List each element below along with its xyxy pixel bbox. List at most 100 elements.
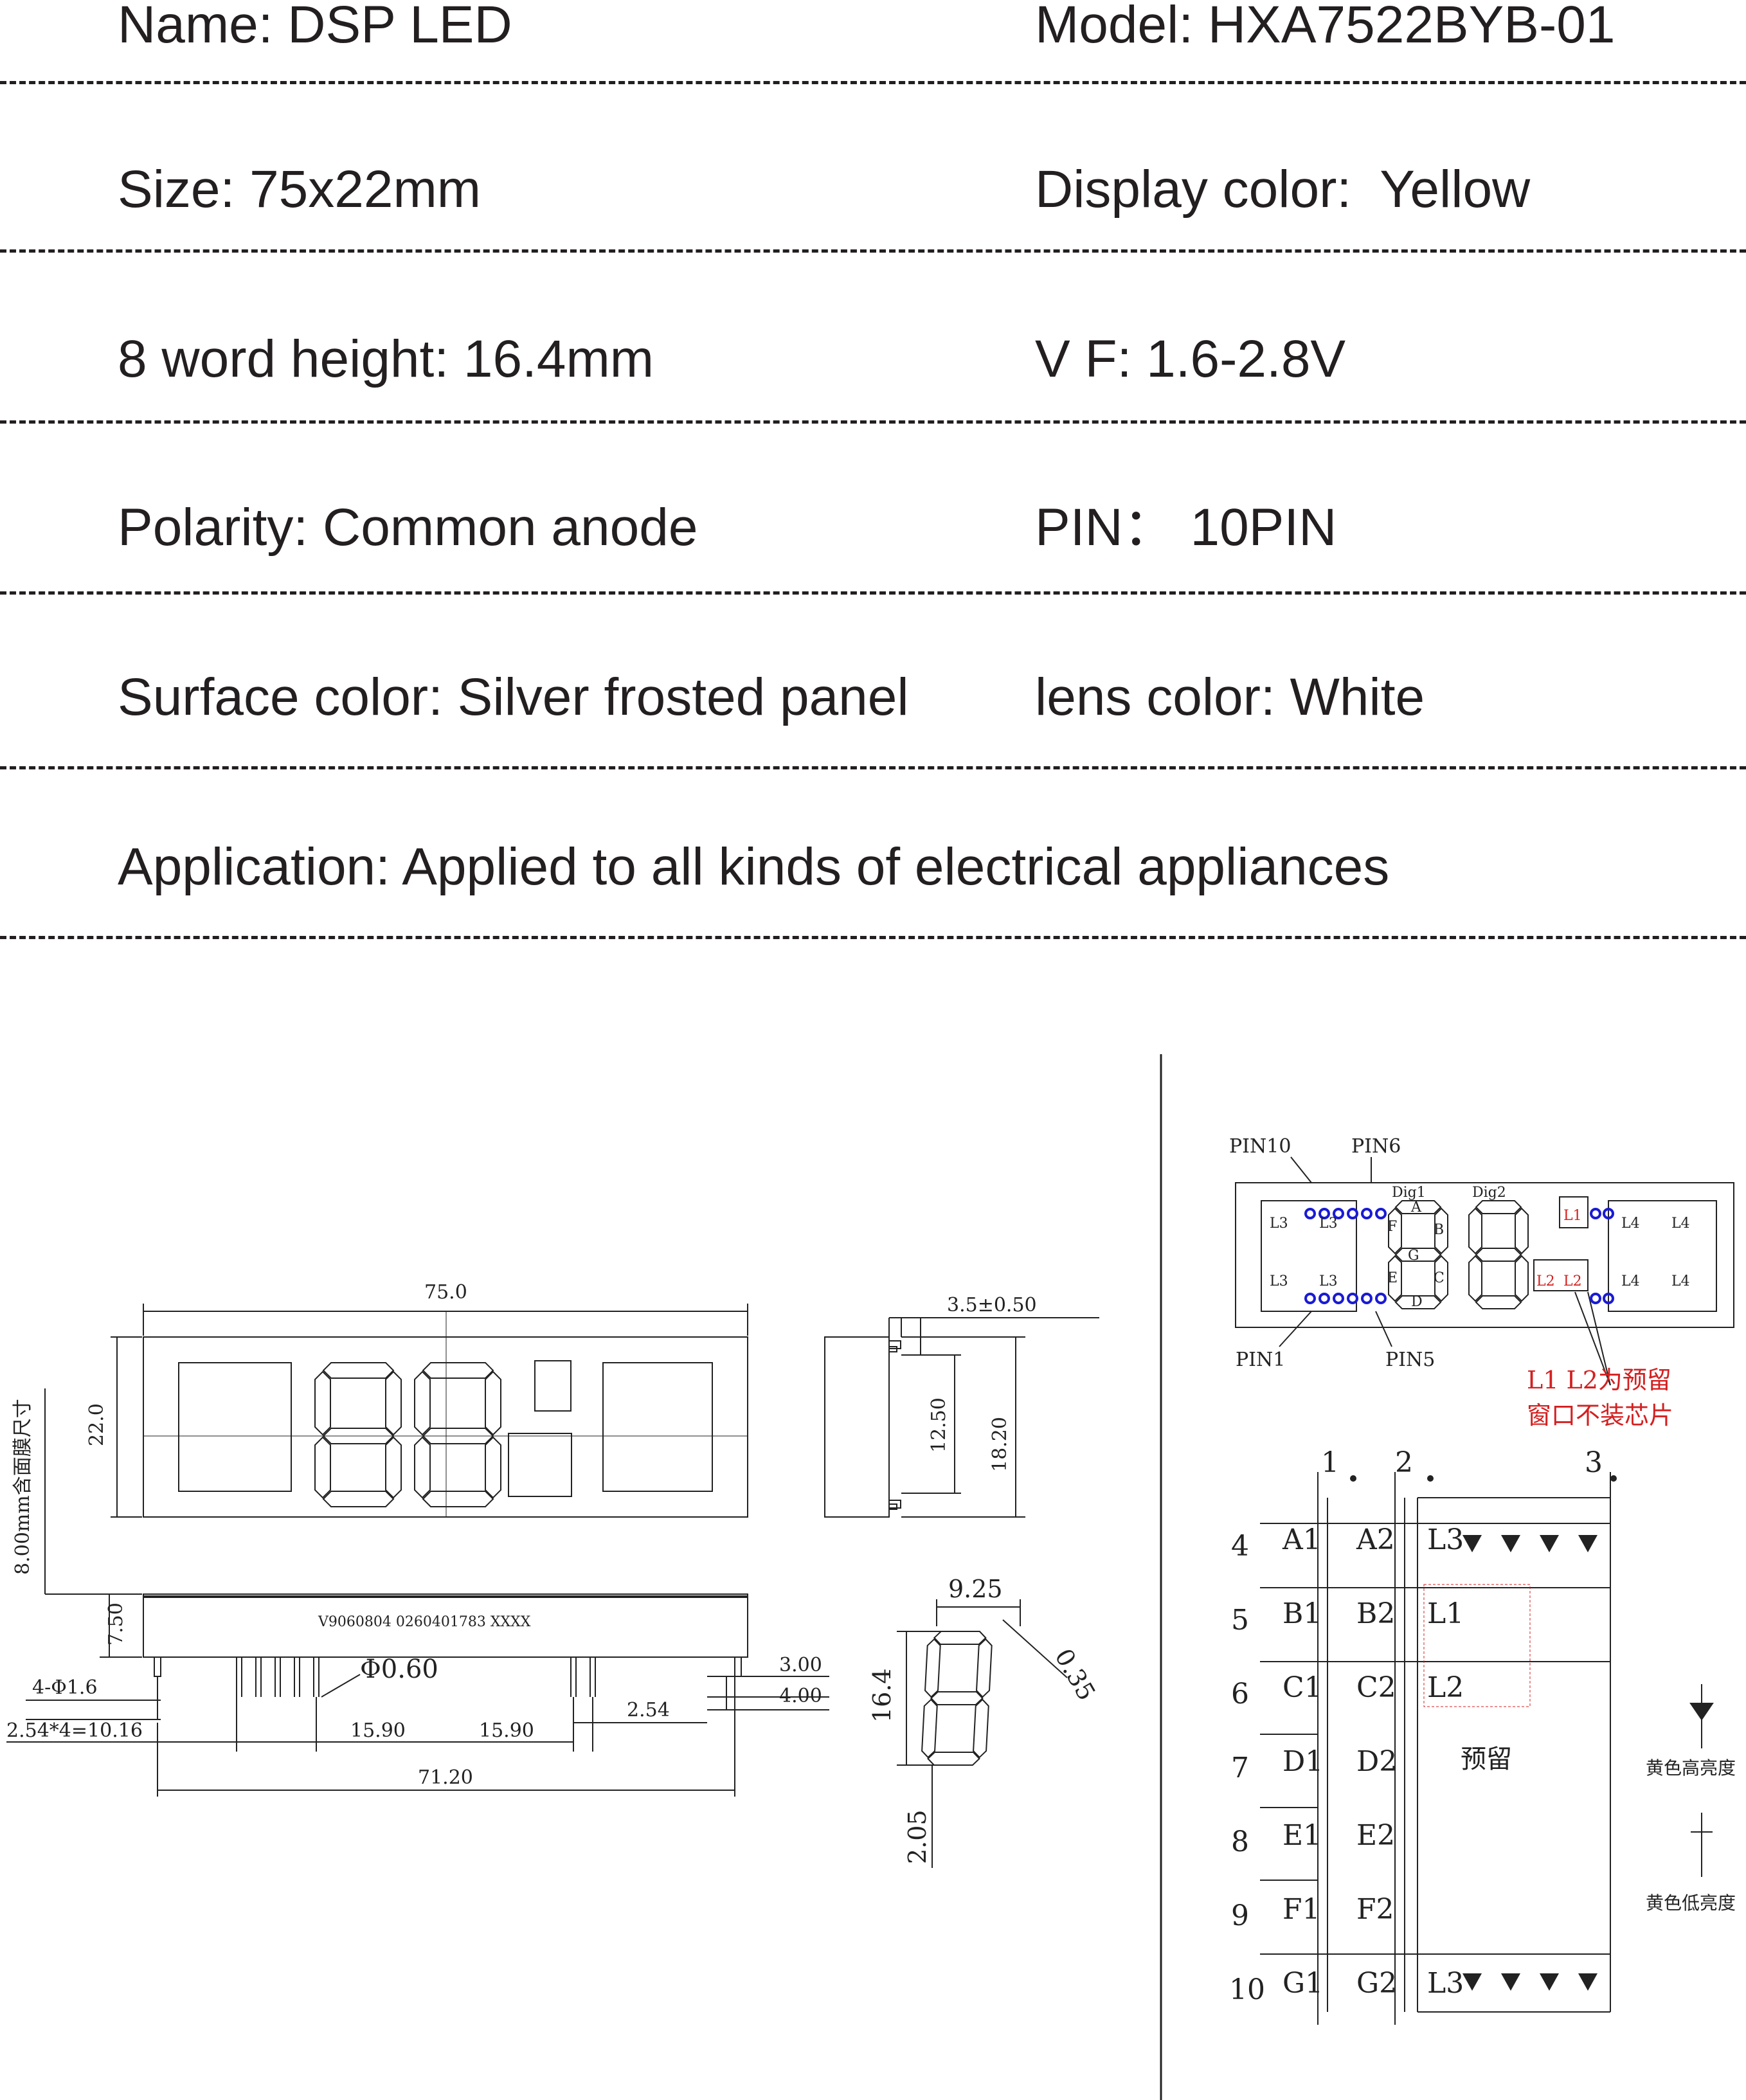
label-l3-c: L3 bbox=[1270, 1273, 1288, 1289]
spec-row-name: Name: DSP LED Model: HXA7522BYB-01 bbox=[0, 0, 1746, 169]
front-view bbox=[44, 1304, 748, 1595]
dim-total: 71.20 bbox=[418, 1766, 473, 1789]
row-pin-6: 6 bbox=[1231, 1678, 1249, 1710]
spec-model: Model: HXA7522BYB-01 bbox=[1035, 0, 1616, 54]
label-l2-a: L2 bbox=[1536, 1273, 1555, 1289]
spec-row-height: 8 word height: 16.4mm V F: 1.6-2.8V bbox=[0, 0, 1746, 386]
spec-pin: PIN： 10PIN bbox=[1035, 498, 1337, 557]
label-seg-g: G bbox=[1408, 1248, 1419, 1264]
schematic bbox=[1260, 1472, 1714, 2025]
spec-vf: V F: 1.6-2.8V bbox=[1035, 330, 1346, 388]
col-label-3: 3 bbox=[1585, 1446, 1603, 1479]
side-view bbox=[824, 1317, 1099, 1518]
window-left bbox=[178, 1362, 292, 1492]
spec-lens-color: lens color: White bbox=[1035, 668, 1425, 726]
spec-row-polarity: Polarity: Common anode PIN： 10PIN bbox=[0, 0, 1746, 554]
dim-pin-len1: 3.00 bbox=[779, 1654, 822, 1676]
divider bbox=[0, 420, 1746, 424]
window-l2 bbox=[508, 1433, 572, 1497]
dim-film-note: 8.00mm含面膜尺寸 bbox=[12, 1399, 34, 1575]
label-l3-b: L3 bbox=[1319, 1216, 1338, 1232]
row-label-e2: E2 bbox=[1356, 1819, 1395, 1852]
pinout-digit-2 bbox=[1468, 1200, 1529, 1309]
label-l3-a: L3 bbox=[1270, 1216, 1288, 1232]
row-label-l2: L2 bbox=[1427, 1671, 1464, 1704]
dim-side-inner: 12.50 bbox=[928, 1397, 950, 1453]
dim-digit-offset: 2.05 bbox=[903, 1809, 932, 1864]
dim-side-outer: 18.20 bbox=[989, 1417, 1011, 1472]
row-label-e1: E1 bbox=[1282, 1819, 1321, 1852]
label-dig2: Dig2 bbox=[1472, 1185, 1506, 1201]
dim-holes: 4-Φ1.6 bbox=[32, 1676, 98, 1699]
dim-body-height: 7.50 bbox=[105, 1602, 127, 1646]
row-label-a2: A2 bbox=[1356, 1523, 1395, 1556]
label-seg-d: D bbox=[1411, 1294, 1423, 1310]
diode-l3-top-2 bbox=[1501, 1535, 1520, 1552]
row-pin-10: 10 bbox=[1229, 1973, 1265, 2006]
digit-detail bbox=[897, 1599, 1068, 1868]
spec-table: Name: DSP LED Model: HXA7522BYB-01 Size:… bbox=[0, 0, 1746, 939]
note-reserved-line1: L1 L2为预留 bbox=[1527, 1366, 1671, 1394]
label-pin5: PIN5 bbox=[1385, 1349, 1435, 1371]
legend-high-diode bbox=[1691, 1703, 1713, 1719]
bottom-marking: V9060804 0260401783 XXXX bbox=[318, 1614, 531, 1630]
row-label-d2: D2 bbox=[1356, 1745, 1397, 1778]
pinout-digit-1 bbox=[1388, 1200, 1448, 1309]
label-reserved: 预留 bbox=[1461, 1745, 1512, 1774]
label-seg-e: E bbox=[1387, 1270, 1398, 1286]
row-label-g2: G2 bbox=[1356, 1967, 1397, 2000]
spec-size: Size: 75x22mm bbox=[118, 160, 482, 219]
dim-pitch: 2.54*4=10.16 bbox=[6, 1719, 143, 1742]
spec-word-height: 8 word height: 16.4mm bbox=[118, 330, 654, 388]
dim-pitch2: 2.54 bbox=[627, 1699, 670, 1721]
divider bbox=[0, 591, 1746, 595]
label-l4-c: L4 bbox=[1621, 1273, 1640, 1289]
divider bbox=[0, 249, 1746, 253]
row-label-b2: B2 bbox=[1356, 1597, 1395, 1630]
spec-row-application: Application: Applied to all kinds of ele… bbox=[0, 0, 1746, 893]
spec-application: Application: Applied to all kinds of ele… bbox=[118, 838, 1390, 896]
row-label-b1: B1 bbox=[1282, 1597, 1321, 1630]
spec-polarity: Polarity: Common anode bbox=[118, 498, 698, 557]
legend-low: 黄色低亮度 bbox=[1646, 1892, 1736, 1914]
row-label-l1: L1 bbox=[1427, 1597, 1464, 1630]
divider bbox=[0, 766, 1746, 769]
dim-pin-dia: Φ0.60 bbox=[360, 1655, 438, 1684]
label-l3-d: L3 bbox=[1319, 1273, 1338, 1289]
note-reserved-line2: 窗口不装芯片 bbox=[1527, 1401, 1673, 1430]
diode-l3-bottom-4 bbox=[1578, 1973, 1598, 1991]
dim-width: 75.0 bbox=[424, 1281, 467, 1304]
col-label-1: 1 bbox=[1321, 1446, 1339, 1479]
spec-row-size: Size: 75x22mm Display color: Yellow bbox=[0, 0, 1746, 216]
row-label-f1: F1 bbox=[1282, 1893, 1320, 1926]
row-label-f2: F2 bbox=[1356, 1893, 1394, 1926]
row-pin-9: 9 bbox=[1231, 1899, 1249, 1932]
row-pin-7: 7 bbox=[1231, 1752, 1249, 1784]
diode-l3-top-3 bbox=[1540, 1535, 1559, 1552]
row-label-c1: C1 bbox=[1282, 1671, 1322, 1704]
dim-gap2: 15.90 bbox=[479, 1719, 534, 1742]
diode-l3-bottom-2 bbox=[1501, 1973, 1520, 1991]
row-pin-5: 5 bbox=[1231, 1604, 1249, 1637]
pin-dots bbox=[1304, 1208, 1614, 1304]
label-seg-c: C bbox=[1434, 1270, 1444, 1286]
legend-high: 黄色高亮度 bbox=[1646, 1757, 1736, 1779]
row-label-l3-bottom: L3 bbox=[1427, 1967, 1464, 2000]
label-l1: L1 bbox=[1563, 1208, 1582, 1224]
label-pin10: PIN10 bbox=[1229, 1135, 1291, 1158]
divider bbox=[0, 81, 1746, 84]
row-pin-4: 4 bbox=[1231, 1530, 1249, 1563]
dim-gap1: 15.90 bbox=[350, 1719, 406, 1742]
dim-digit-height: 16.4 bbox=[868, 1668, 896, 1723]
front-digit-1 bbox=[314, 1362, 402, 1507]
label-l4-b: L4 bbox=[1671, 1216, 1690, 1232]
spec-row-surface: Surface color: Silver frosted panel lens… bbox=[0, 0, 1746, 724]
dim-side-top: 3.5±0.50 bbox=[947, 1294, 1037, 1316]
diode-l3-bottom-1 bbox=[1462, 1973, 1482, 1991]
row-label-a1: A1 bbox=[1282, 1523, 1321, 1556]
spec-display-color: Display color: Yellow bbox=[1035, 160, 1531, 219]
spec-surface-color: Surface color: Silver frosted panel bbox=[118, 668, 909, 726]
dim-pin-len2: 4.00 bbox=[779, 1685, 822, 1707]
bottom-view bbox=[6, 1593, 829, 1797]
row-label-c2: C2 bbox=[1356, 1671, 1396, 1704]
